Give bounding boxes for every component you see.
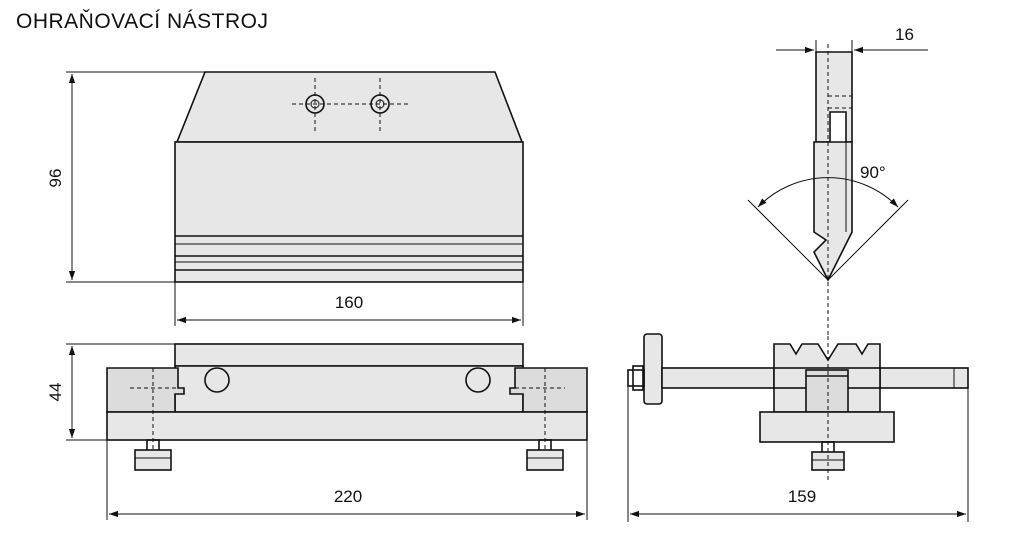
front-view-punch bbox=[174, 71, 524, 283]
dimension-depth: 159 bbox=[627, 386, 969, 522]
handle-knob bbox=[643, 333, 663, 405]
die-base-plate bbox=[106, 411, 588, 441]
left-clamp-block bbox=[106, 367, 185, 413]
dimension-thickness: 16 bbox=[776, 25, 928, 58]
dimension-width-top: 160 bbox=[174, 282, 524, 326]
dimension-label-96: 96 bbox=[46, 169, 65, 188]
die-side-base bbox=[759, 411, 895, 443]
side-view-die bbox=[627, 333, 969, 480]
adjusting-screw-right bbox=[526, 439, 564, 471]
side-view-punch bbox=[813, 44, 853, 340]
dimension-label-160: 160 bbox=[335, 293, 363, 312]
dimension-height-base: 44 bbox=[46, 343, 175, 441]
adjusting-screw-left bbox=[134, 439, 172, 471]
right-clamp-block bbox=[509, 367, 588, 413]
dimension-angle: 90° bbox=[747, 163, 909, 281]
punch-body bbox=[174, 141, 524, 283]
dimension-label-44: 44 bbox=[46, 383, 65, 402]
dimension-label-220: 220 bbox=[334, 487, 362, 506]
punch-side-shank bbox=[815, 51, 853, 143]
drawing-title: OHRAŇOVACÍ NÁSTROJ bbox=[16, 10, 269, 33]
side-adjusting-screw bbox=[811, 451, 845, 471]
punch-side-body bbox=[813, 141, 853, 282]
die-hole bbox=[465, 367, 491, 393]
dimension-label-159: 159 bbox=[788, 487, 816, 506]
front-view-die bbox=[106, 343, 588, 471]
dimension-label-90: 90° bbox=[860, 163, 886, 182]
die-side-clamp bbox=[805, 369, 849, 413]
dimension-width-base: 220 bbox=[106, 440, 588, 520]
die-top-bar bbox=[174, 343, 524, 367]
dimension-label-16: 16 bbox=[895, 25, 914, 44]
punch-shank bbox=[175, 71, 524, 143]
die-hole bbox=[204, 367, 230, 393]
dimension-height-top: 96 bbox=[46, 71, 205, 283]
